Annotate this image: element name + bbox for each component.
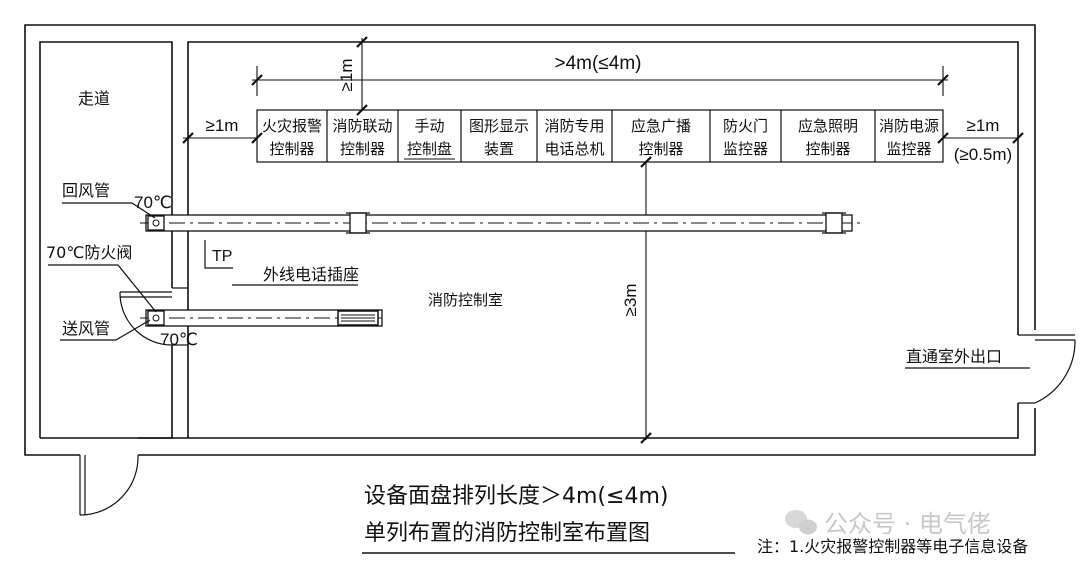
equipment-panel-line-1: 防火门 — [723, 117, 768, 135]
right-clearance-dimension: ≥1m — [967, 116, 1000, 135]
equipment-panel: 火灾报警控制器 — [262, 117, 322, 158]
bottom-left-door — [79, 454, 139, 516]
supply-air-duct — [140, 309, 383, 327]
doors — [79, 291, 1076, 516]
return-duct-label: 回风管 — [62, 181, 110, 200]
caption-line-1: 设备面盘排列长度＞4m(≤4m) — [364, 484, 668, 509]
left-clearance-dimension: ≥1m — [206, 116, 239, 135]
tp-label: TP — [212, 248, 232, 265]
equipment-panel-line-2: 控制器 — [340, 140, 385, 158]
phone-socket-label: 外线电话插座 — [263, 265, 359, 284]
room-label: 消防控制室 — [428, 291, 503, 309]
equipment-panel-line-2: 控制器 — [269, 140, 314, 158]
equipment-panel-line-1: 应急照明 — [798, 117, 858, 135]
equipment-panel-line-1: 消防联动 — [332, 117, 392, 135]
watermark-text: 公众号 · 电气佬 — [824, 510, 991, 538]
dimension-lines: ≥1m >4m(≤4m) ≥1m ≥1m (≥0.5m) ≥3m — [182, 36, 1024, 444]
top-clearance-dimension: ≥1m — [337, 59, 356, 92]
equipment-panel-line-2: 控制器 — [805, 140, 850, 158]
equipment-panel-line-1: 消防专用 — [544, 117, 604, 135]
equipment-panel-line-2: 装置 — [484, 140, 514, 158]
footnote: 注：1.火灾报警控制器等电子信息设备 — [757, 537, 1028, 556]
damper-label: 70℃防火阀 — [46, 243, 132, 262]
equipment-panel-line-1: 火灾报警 — [262, 117, 322, 135]
equipment-panel-line-2: 电话总机 — [544, 140, 604, 158]
equipment-panel-line-2: 监控器 — [723, 140, 768, 158]
corridor-label: 走道 — [78, 89, 110, 108]
return-air-duct — [140, 212, 860, 234]
temp-bottom-label: 70℃ — [160, 330, 198, 349]
exit-door — [1034, 334, 1076, 404]
temp-top-label: 70℃ — [134, 193, 172, 212]
labels: 走道 回风管 70℃ 70℃防火阀 外线电话插座 消防控制室 送风管 70℃ 直… — [46, 89, 1002, 366]
right-clearance-alt-dimension: (≥0.5m) — [954, 145, 1012, 164]
leader-lines — [48, 202, 1030, 369]
watermark: 公众号 · 电气佬 — [785, 510, 991, 538]
equipment-panel-line-2: 控制器 — [638, 140, 683, 158]
walls — [24, 24, 1036, 456]
equipment-panel-line-1: 应急广播 — [631, 117, 691, 135]
caption: 设备面盘排列长度＞4m(≤4m) 单列布置的消防控制室布置图 — [362, 484, 735, 554]
caption-line-2: 单列布置的消防控制室布置图 — [364, 521, 650, 546]
panel-length-dimension: >4m(≤4m) — [555, 53, 642, 74]
front-clearance-dimension: ≥3m — [621, 284, 640, 317]
supply-duct-label: 送风管 — [62, 319, 110, 338]
equipment-panel-line-2: 控制盘 — [407, 140, 452, 158]
equipment-panel-row: 火灾报警控制器消防联动控制器手动控制盘图形显示装置消防专用电话总机应急广播控制器… — [256, 109, 944, 163]
equipment-panel-line-1: 消防电源 — [879, 117, 939, 135]
equipment-panel-line-1: 手动 — [414, 117, 444, 135]
equipment-panel-line-1: 图形显示 — [469, 117, 529, 135]
wechat-icon — [785, 510, 817, 535]
phone-socket-symbol: TP — [204, 240, 233, 269]
exit-label: 直通室外出口 — [906, 347, 1002, 366]
equipment-panel-line-2: 监控器 — [886, 140, 931, 158]
